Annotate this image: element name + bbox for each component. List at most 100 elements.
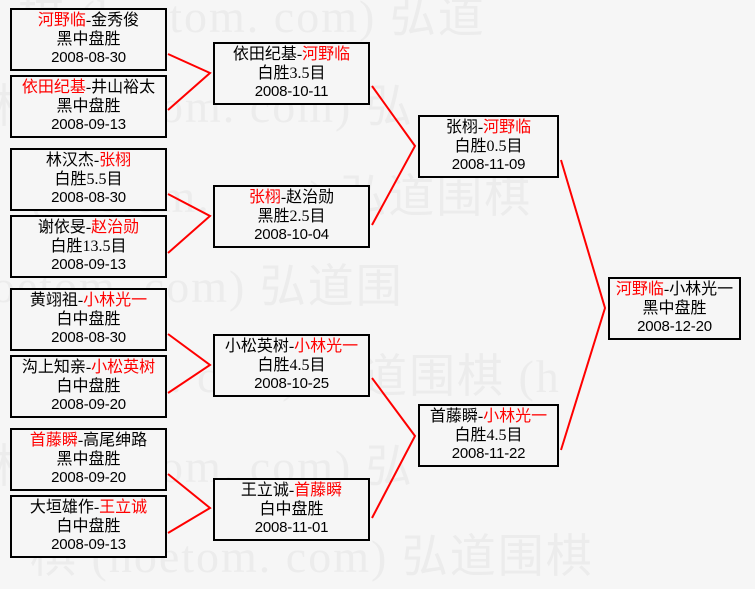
- match-players: 河野临-小林光一: [616, 281, 733, 299]
- match-players: 王立诚-首藤瞬: [241, 482, 342, 500]
- player-name-b: 金秀俊: [91, 12, 140, 30]
- match-result: 白中盘胜: [259, 500, 324, 518]
- match-result: 白胜13.5目: [50, 237, 127, 255]
- player-name-a: 首藤瞬: [429, 408, 478, 426]
- match-players: 张栩-河野临: [446, 119, 531, 137]
- player-name-a: 黄翊祖: [29, 292, 78, 310]
- match-date: 2008-09-13: [51, 536, 126, 554]
- player-separator: -: [77, 432, 84, 450]
- match-date: 2008-09-20: [51, 469, 126, 487]
- player-name-a: 沟上知亲: [21, 359, 86, 377]
- match-players: 首藤瞬-高尾绅路: [30, 432, 147, 450]
- match-result: 白胜4.5目: [257, 356, 326, 374]
- match-result: 黑中盘胜: [56, 450, 121, 468]
- match-players: 小松英树-小林光一: [225, 338, 358, 356]
- player-separator: -: [280, 189, 287, 207]
- player-name-b: 小林光一: [83, 292, 148, 310]
- player-separator: -: [85, 79, 92, 97]
- match-date: 2008-10-11: [254, 83, 329, 101]
- match-date: 2008-11-22: [451, 445, 526, 463]
- match-result: 黑中盘胜: [642, 299, 707, 317]
- match-result: 白中盘胜: [56, 517, 121, 535]
- match-players: 依田纪基-井山裕太: [22, 79, 155, 97]
- player-name-b: 河野临: [483, 119, 532, 137]
- player-name-a: 大垣雄作: [29, 499, 94, 517]
- connector-line: [167, 53, 212, 111]
- player-name-b: 赵治勋: [91, 219, 140, 237]
- match-players: 谢依旻-赵治勋: [38, 219, 139, 237]
- connector-line: [371, 377, 417, 519]
- match-result: 白中盘胜: [56, 310, 121, 328]
- player-name-b: 高尾绅路: [83, 432, 148, 450]
- match-players: 张栩-赵治勋: [249, 189, 334, 207]
- player-name-a: 首藤瞬: [29, 432, 78, 450]
- player-name-b: 小松英树: [91, 359, 156, 377]
- match-result: 白胜4.5目: [454, 426, 523, 444]
- player-separator: -: [85, 12, 92, 30]
- player-separator: -: [288, 482, 295, 500]
- match-date: 2008-09-13: [51, 256, 126, 274]
- match-result: 黑中盘胜: [56, 30, 121, 48]
- match-date: 2008-09-13: [51, 116, 126, 134]
- match-players: 沟上知亲-小松英树: [22, 359, 155, 377]
- player-separator: -: [93, 152, 100, 170]
- match-result: 白胜3.5目: [257, 64, 326, 82]
- player-name-b: 首藤瞬: [294, 482, 343, 500]
- match-players: 首藤瞬-小林光一: [430, 408, 547, 426]
- match-date: 2008-08-30: [51, 49, 126, 67]
- match-date: 2008-11-09: [451, 156, 526, 174]
- connector-line: [560, 159, 607, 451]
- connector-line: [371, 85, 417, 226]
- connector-line: [167, 193, 212, 254]
- player-name-a: 依田纪基: [21, 79, 86, 97]
- player-name-b: 张栩: [99, 152, 132, 170]
- player-name-a: 依田纪基: [232, 46, 297, 64]
- player-separator: -: [477, 119, 484, 137]
- player-name-a: 小松英树: [224, 338, 289, 356]
- match-result: 黑胜2.5目: [257, 207, 326, 225]
- player-separator: -: [77, 292, 84, 310]
- player-name-b: 赵治勋: [286, 189, 335, 207]
- player-name-b: 小林光一: [669, 281, 734, 299]
- player-separator: -: [93, 499, 100, 517]
- player-name-a: 谢依旻: [37, 219, 86, 237]
- match-result: 黑中盘胜: [56, 97, 121, 115]
- player-name-a: 张栩: [248, 189, 281, 207]
- match-date: 2008-11-01: [254, 519, 329, 537]
- player-name-a: 河野临: [37, 12, 86, 30]
- player-name-a: 王立诚: [240, 482, 289, 500]
- match-date: 2008-12-20: [637, 318, 712, 336]
- match-date: 2008-08-30: [51, 329, 126, 347]
- player-name-a: 林汉杰: [45, 152, 94, 170]
- match-result: 白胜5.5目: [54, 170, 123, 188]
- connector-line: [167, 333, 212, 394]
- match-players: 河野临-金秀俊: [38, 12, 139, 30]
- player-name-b: 小林光一: [294, 338, 359, 356]
- connector-line: [167, 473, 212, 534]
- match-players: 黄翊祖-小林光一: [30, 292, 147, 310]
- player-name-a: 张栩: [445, 119, 478, 137]
- player-separator: -: [663, 281, 670, 299]
- match-result: 白中盘胜: [56, 377, 121, 395]
- match-date: 2008-09-20: [51, 396, 126, 414]
- match-date: 2008-10-04: [254, 226, 329, 244]
- player-name-b: 井山裕太: [91, 79, 156, 97]
- match-date: 2008-08-30: [51, 189, 126, 207]
- match-date: 2008-10-25: [254, 375, 329, 393]
